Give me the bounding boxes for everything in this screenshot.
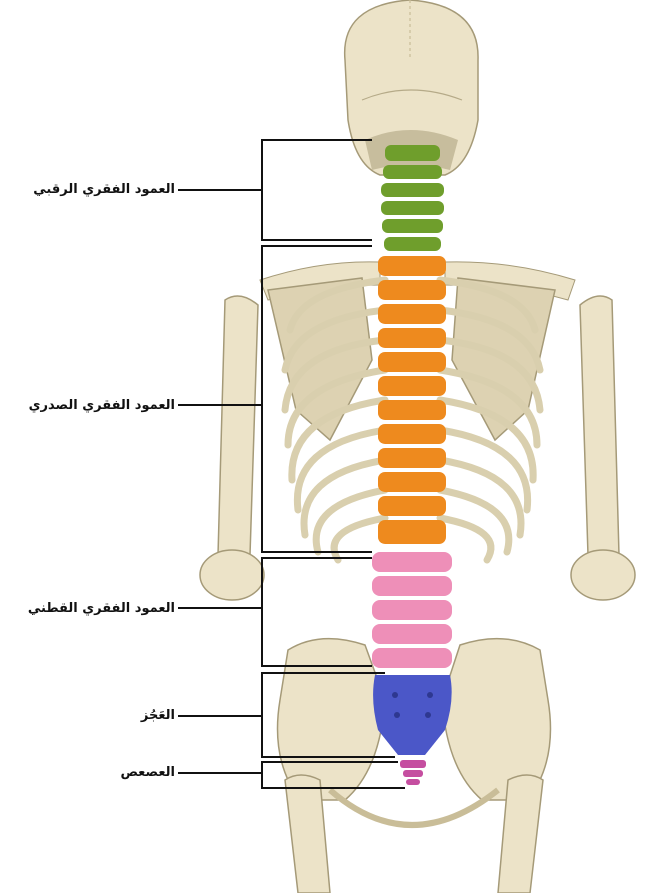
thoracic-spine-label: العمود الفقري الصدري [29, 398, 175, 413]
lumbar-spine-label: العمود الفقري القطني [28, 601, 175, 616]
coccyx-label: العصعص [120, 765, 175, 780]
cervical-vertebrae [381, 145, 444, 251]
sacrum [373, 675, 452, 755]
lumbar-vertebrae [372, 552, 452, 668]
coccyx [400, 760, 426, 785]
cervical-spine-label: العمود الفقري الرقبي [33, 182, 175, 197]
thoracic-vertebrae [378, 256, 446, 544]
sacrum-label: العَجُز [141, 708, 175, 723]
bracket-cervical [178, 140, 372, 240]
